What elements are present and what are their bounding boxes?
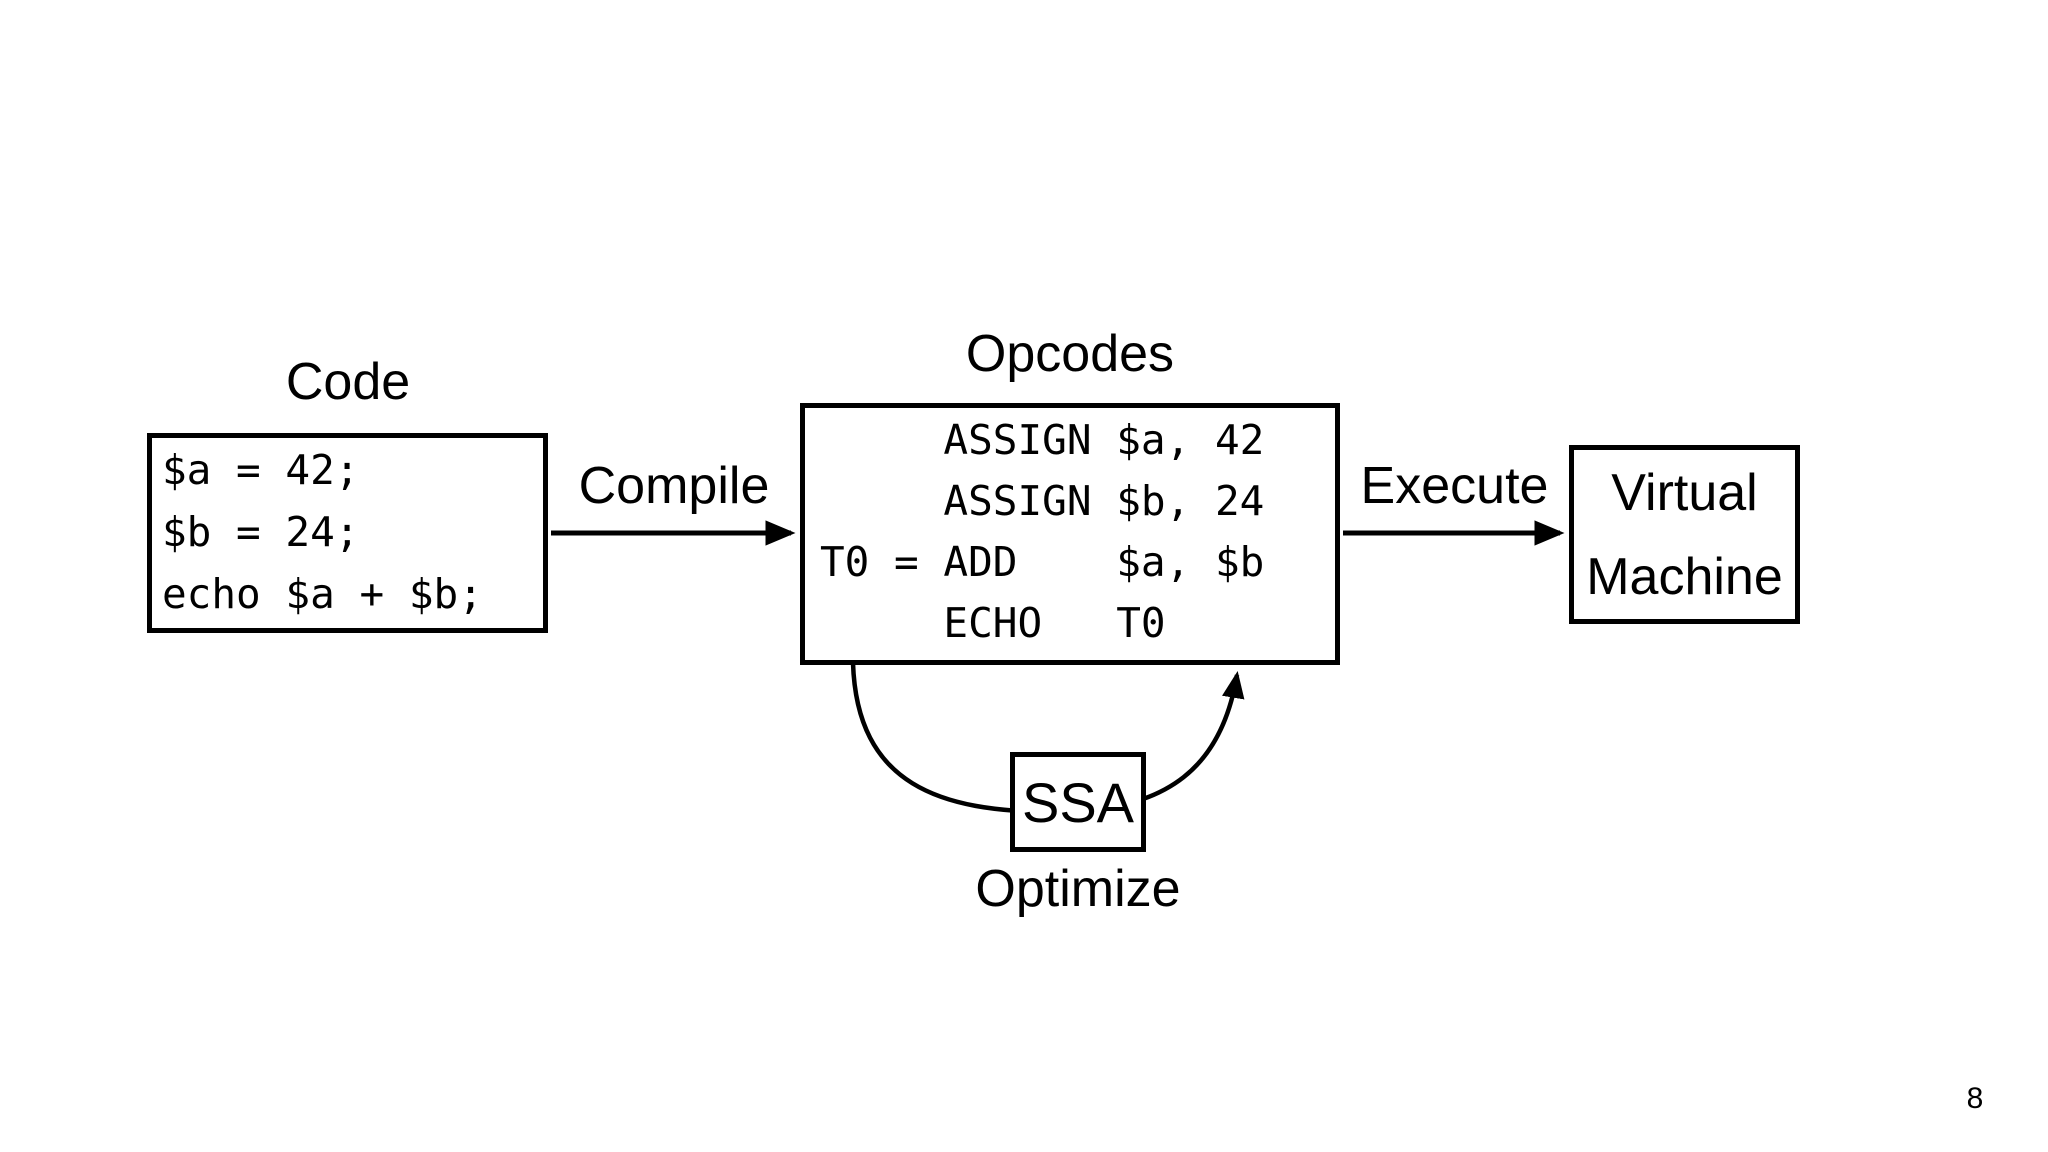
code-line: $a = 42; (162, 446, 360, 494)
code-box-title: Code (285, 353, 411, 411)
compile-arrow-label: Compile (578, 457, 770, 515)
code-line: echo $a + $b; (162, 570, 483, 618)
opcode-line: ECHO T0 (820, 599, 1166, 647)
code-line: $b = 24; (162, 508, 360, 556)
opcodes-box-title: Opcodes (965, 325, 1175, 383)
virtual-machine-box: Virtual Machine (1569, 445, 1800, 624)
page-number: 8 (1966, 1082, 1984, 1115)
opcode-line: ASSIGN $a, 42 (820, 416, 1265, 464)
code-box: $a = 42; $b = 24; echo $a + $b; (147, 433, 548, 633)
execute-arrow-label: Execute (1360, 457, 1549, 515)
virtual-machine-label: Virtual Machine (1586, 463, 1783, 606)
opcode-line: ASSIGN $b, 24 (820, 477, 1265, 525)
ssa-box: SSA (1010, 752, 1146, 852)
ssa-label: SSA (1021, 770, 1135, 834)
opcode-line: T0 = ADD $a, $b (820, 538, 1265, 586)
opcodes-box: ASSIGN $a, 42 ASSIGN $b, 24 T0 = ADD $a,… (800, 403, 1340, 665)
optimize-loop-label: Optimize (975, 860, 1181, 918)
